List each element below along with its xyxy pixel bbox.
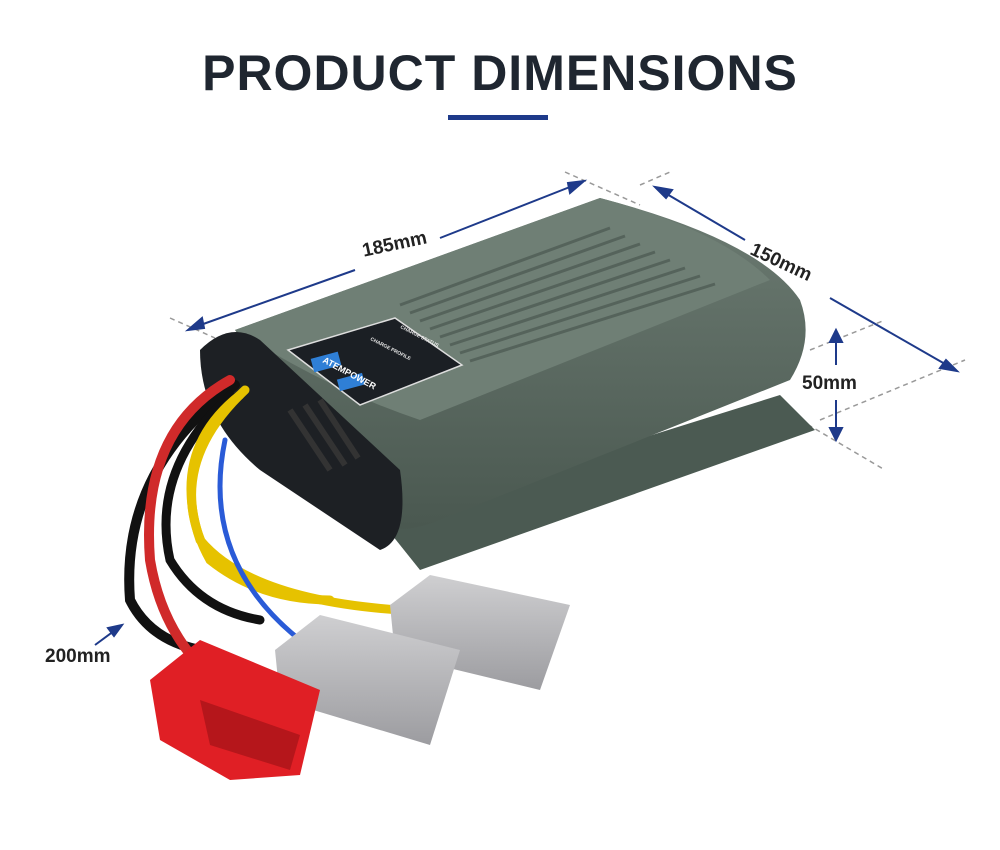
cables [124,375,405,665]
mode-button [310,351,342,373]
heatsink-fins [399,226,716,363]
cable-length-label: 200mm [45,646,111,667]
height-label: 50mm [802,373,857,394]
title-underline [448,115,548,120]
connector-grey-left [275,615,460,745]
end-cap-vents [287,398,361,472]
page-title: PRODUCT DIMENSIONS [202,45,798,101]
connector-red [150,640,320,780]
select-button [336,372,366,392]
dimension-guides [169,171,966,471]
dimension-arrows [94,179,960,646]
control-panel [286,317,464,406]
mounting-plate [380,395,815,570]
end-cap [200,332,403,550]
